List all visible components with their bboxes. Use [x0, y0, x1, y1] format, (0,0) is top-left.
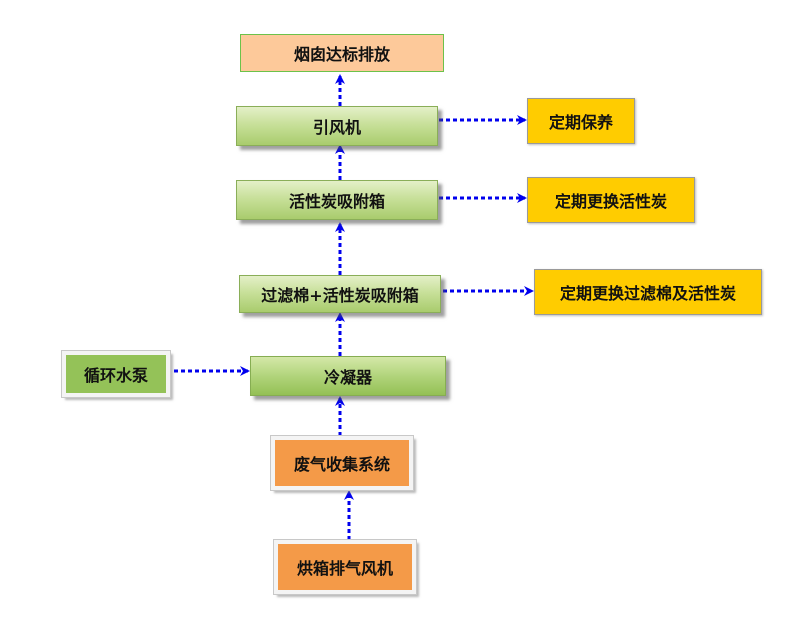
node-induced-fan: 引风机 — [236, 106, 438, 146]
node-filter-carbon-box: 过滤棉+活性炭吸附箱 — [239, 275, 441, 313]
node-oven-exhaust-fan: 烘箱排气风机 — [273, 539, 417, 595]
node-gas-collection-system: 废气收集系统 — [270, 435, 414, 491]
node-replace-carbon: 定期更换活性炭 — [527, 177, 695, 223]
node-circulating-pump: 循环水泵 — [61, 350, 171, 398]
node-carbon-adsorption-box: 活性炭吸附箱 — [236, 180, 438, 220]
node-condenser: 冷凝器 — [250, 356, 446, 396]
node-replace-filter-carbon: 定期更换过滤棉及活性炭 — [534, 269, 762, 315]
node-maintenance: 定期保养 — [527, 98, 635, 144]
node-stack-emission: 烟囱达标排放 — [240, 34, 444, 72]
